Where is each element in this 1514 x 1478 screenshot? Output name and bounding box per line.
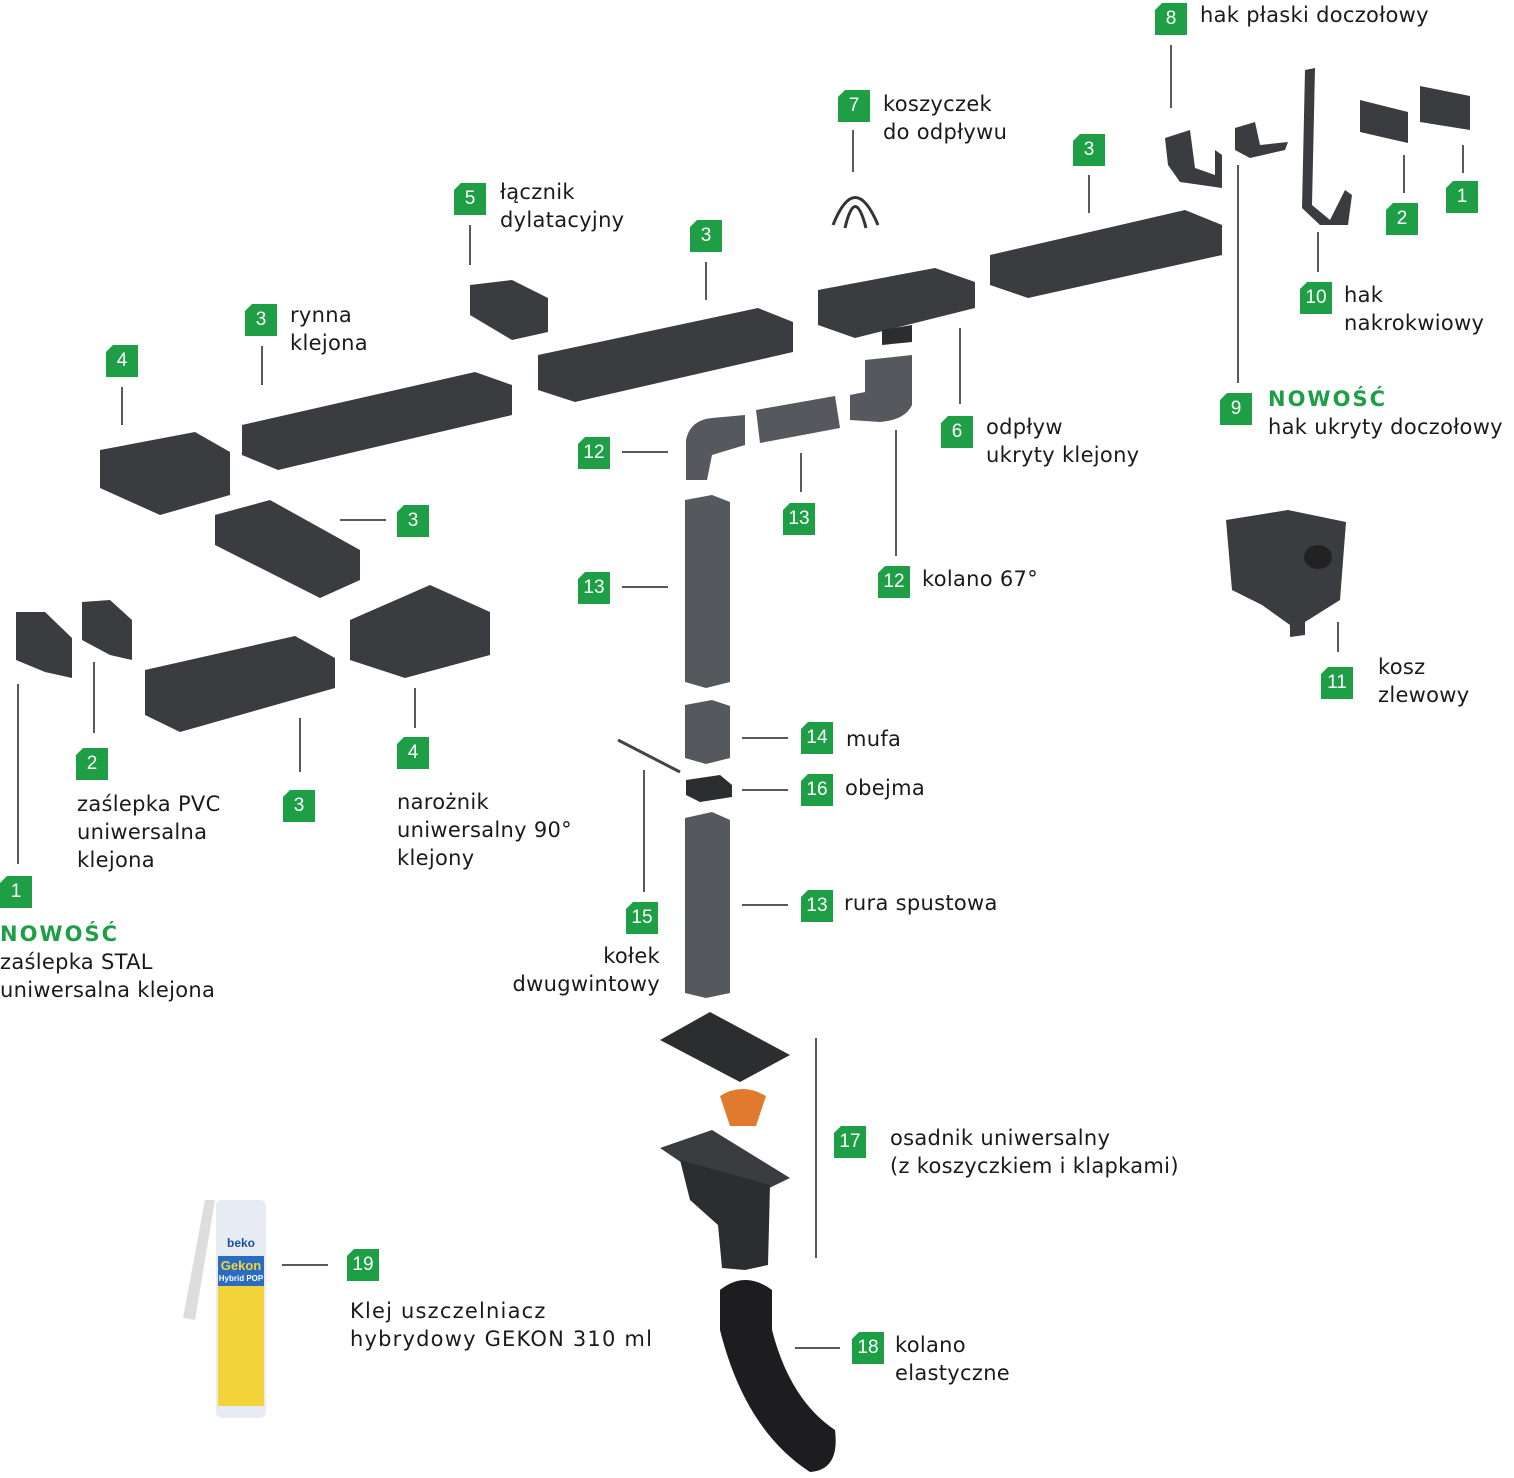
badge-4: 4	[106, 345, 138, 377]
badge-4: 4	[397, 737, 429, 769]
badge-13: 13	[801, 890, 833, 922]
new-badge: NOWOŚĆ	[0, 922, 119, 946]
badge-3: 3	[283, 790, 315, 822]
label-kolano67: kolano 67°	[922, 567, 1039, 591]
gutter-pieces	[16, 68, 1470, 732]
badge-17: 17	[834, 1126, 866, 1158]
badge-15: 15	[626, 902, 658, 934]
new-badge: NOWOŚĆ	[1268, 387, 1387, 411]
badge-19: 19	[347, 1249, 379, 1281]
badge-3: 3	[690, 220, 722, 252]
label-hak-plaski: hak płaski doczołowy	[1200, 3, 1429, 27]
badge-3: 3	[397, 505, 429, 537]
badge-11: 11	[1321, 667, 1353, 699]
tube-maker-logo: beko	[226, 1236, 255, 1250]
downpipe	[617, 355, 912, 998]
badge-13: 13	[783, 503, 815, 535]
badge-1: 1	[1446, 181, 1478, 213]
badge-10: 10	[1300, 282, 1332, 314]
badge-12: 12	[878, 566, 910, 598]
badge-12: 12	[578, 437, 610, 469]
badge-16: 16	[801, 774, 833, 806]
hopper	[1226, 510, 1346, 637]
badge-2: 2	[1386, 203, 1418, 235]
badge-7: 7	[838, 90, 870, 122]
label-mufa: mufa	[846, 727, 902, 751]
leader-lines	[17, 45, 1464, 1349]
badge-3: 3	[245, 304, 277, 336]
badge-9: 9	[1220, 393, 1252, 425]
badge-8: 8	[1155, 3, 1187, 35]
badge-13: 13	[578, 572, 610, 604]
label-rura: rura spustowa	[844, 891, 998, 915]
badge-2: 2	[76, 748, 108, 780]
label-osadnik: osadnik uniwersalny(z koszyczkiem i klap…	[890, 1126, 1179, 1178]
badge-3: 3	[1073, 134, 1105, 166]
badge-14: 14	[801, 722, 833, 754]
tube-product-name: Gekon	[220, 1258, 262, 1273]
badge-6: 6	[941, 416, 973, 448]
badge-1: 1	[0, 876, 32, 908]
basket-strainer	[831, 196, 880, 229]
tube-product-sub: Hybrid POP	[218, 1274, 264, 1283]
sealant-tube	[183, 1200, 266, 1418]
label-obejma: obejma	[845, 776, 926, 800]
badge-5: 5	[454, 183, 486, 215]
gully	[660, 1012, 836, 1472]
badge-18: 18	[852, 1332, 884, 1364]
